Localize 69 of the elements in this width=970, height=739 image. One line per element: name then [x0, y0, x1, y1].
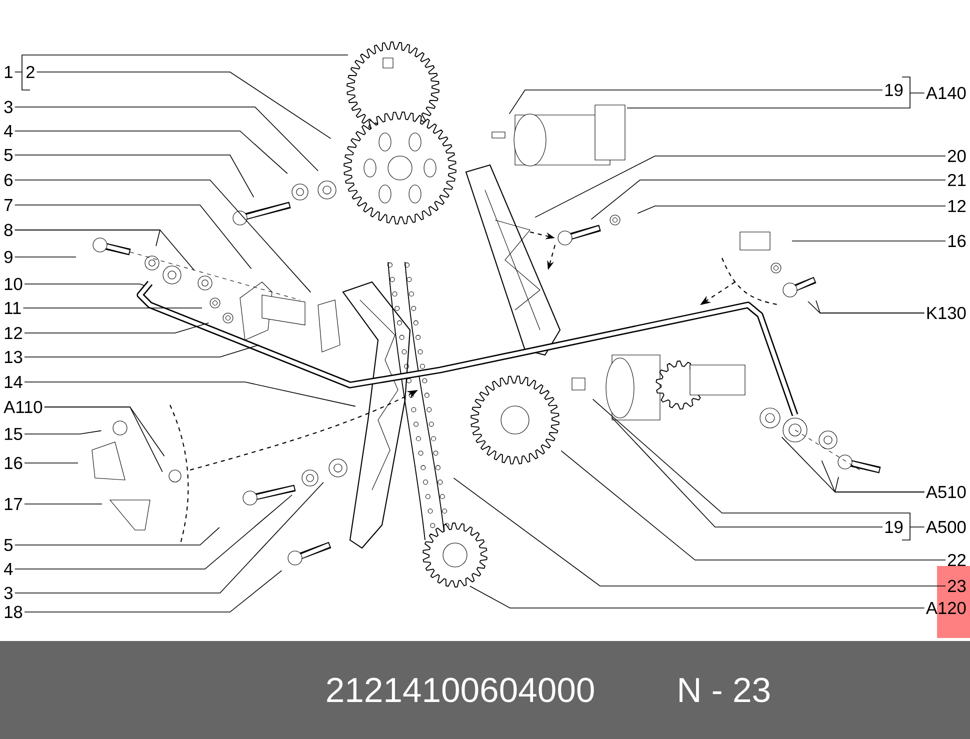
callout-number: 21: [948, 174, 966, 186]
leader-line: [592, 398, 925, 540]
leader-line: [24, 322, 210, 334]
leader-line: [590, 180, 946, 220]
callout-number: 6: [4, 174, 12, 186]
leader-line: [24, 344, 260, 358]
callout-number: 14: [4, 376, 22, 388]
callout-number: 18: [4, 606, 22, 618]
leader-line: [14, 54, 348, 90]
callout-number: A500: [926, 520, 966, 534]
callout-number: K130: [927, 306, 966, 320]
leader-line: [626, 76, 925, 108]
callout-number: 5: [4, 148, 12, 162]
leader-line: [24, 284, 144, 286]
callout-number: 9: [4, 250, 12, 264]
leader-line: [792, 240, 946, 242]
callout-number: 8: [4, 224, 12, 236]
callout-number: 12: [4, 326, 22, 340]
leader-line: [508, 90, 883, 114]
leader-line: [834, 476, 925, 492]
callout-number: A510: [926, 486, 966, 498]
leader-line: [611, 417, 883, 528]
callout-number: 2: [26, 66, 34, 78]
leader-line: [534, 156, 946, 218]
callout-number: 22: [948, 554, 966, 566]
leader-line: [14, 482, 324, 594]
callout-number: 13: [4, 350, 22, 364]
leader-line: [453, 478, 946, 586]
callout-number: 15: [4, 428, 22, 440]
leader-line: [24, 430, 102, 434]
leader-line: [44, 406, 163, 472]
leader-line: [470, 586, 925, 608]
callout-number: 10: [4, 278, 22, 290]
callout-number: 19: [885, 520, 903, 534]
callout-number: 17: [4, 498, 22, 510]
callout-number: 4: [4, 563, 13, 575]
leader-line: [14, 180, 312, 293]
leader-line: [14, 494, 292, 570]
leader-line: [14, 230, 194, 270]
footer-text: N - 23: [680, 678, 770, 702]
leader-line: [14, 204, 252, 270]
callout-number: 20: [948, 150, 966, 162]
leader-line: [24, 570, 282, 612]
callout-number: 12: [948, 200, 966, 212]
leader-line: [560, 450, 946, 560]
callout-number: 5: [4, 538, 12, 552]
leader-line: [14, 154, 254, 198]
leader-line: [14, 256, 76, 258]
callout-number: A120: [926, 602, 966, 614]
callout-number: 7: [4, 199, 12, 211]
callout-number: 3: [4, 100, 12, 114]
callout-number: A110: [4, 400, 42, 414]
callout-number: 16: [4, 456, 22, 470]
callout-number: 4: [4, 125, 13, 137]
callout-number: 19: [885, 84, 903, 96]
callout-number: 16: [948, 234, 966, 248]
callout-number: 11: [4, 302, 21, 314]
leader-line: [14, 130, 288, 174]
leader-line: [14, 106, 318, 172]
leader-line: [24, 462, 78, 464]
callout-number: 1: [4, 66, 12, 78]
footer-text: 21214100604000: [327, 678, 594, 702]
callout-number: 3: [4, 586, 12, 600]
leader-line: [24, 382, 356, 407]
leader-line: [36, 72, 332, 139]
callout-number: 23: [948, 580, 966, 592]
leader-line: [637, 206, 946, 214]
callout-number: A140: [926, 86, 966, 100]
leader-line: [14, 527, 220, 546]
